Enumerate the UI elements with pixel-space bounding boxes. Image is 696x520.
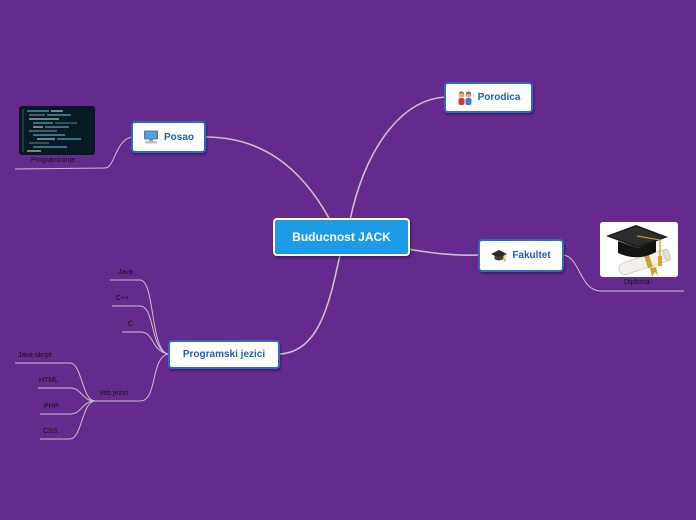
connector-jezici [279,254,341,355]
connector-php [40,400,96,415]
leaf-veb-jezici[interactable]: Veb jezici [99,390,129,397]
topic-programski-jezici-label: Programski jezici [182,349,266,360]
leaf-programiranje[interactable]: Programiranje [31,157,75,164]
topic-programski-jezici[interactable]: Programski jezici [168,340,280,369]
connector-veb [95,353,169,402]
graduation-cap-diploma-image [600,222,678,277]
leaf-html[interactable]: HTML [39,377,59,384]
topic-porodica-label: Porodica [477,92,521,103]
leaf-css[interactable]: CSS [43,428,58,435]
leaf-java-skript[interactable]: Java-skript [18,352,52,359]
connector-html [38,387,96,402]
connector-fakultet [407,248,481,256]
leaf-c[interactable]: C [128,321,134,328]
computer-icon [143,130,159,144]
connector-porodica [349,96,446,221]
connector-c [122,331,169,355]
connector-java [110,279,169,355]
connector-javaskript [15,362,96,402]
leaf-diploma[interactable]: Diploma [624,279,650,286]
topic-fakultet[interactable]: Fakultet [478,239,564,272]
center-topic-label: Buducnost JACK [292,230,391,244]
leaf-cpp[interactable]: C++ [116,295,130,302]
connector-posao [204,136,331,221]
topic-posao-label: Posao [163,131,194,143]
topic-posao[interactable]: Posao [131,121,206,153]
leaf-java[interactable]: Java [118,269,133,276]
leaf-php[interactable]: PHP [44,403,59,410]
connector-cpp [112,305,169,355]
code-screen-image [19,106,95,155]
family-icon [457,91,473,105]
graduation-cap-icon [491,249,508,263]
connector-programiranje [14,136,133,170]
connector-diploma [563,254,684,292]
center-topic[interactable]: Buducnost JACK [273,218,410,256]
topic-fakultet-label: Fakultet [512,250,551,261]
topic-porodica[interactable]: Porodica [444,82,533,113]
connector-css [40,400,96,440]
